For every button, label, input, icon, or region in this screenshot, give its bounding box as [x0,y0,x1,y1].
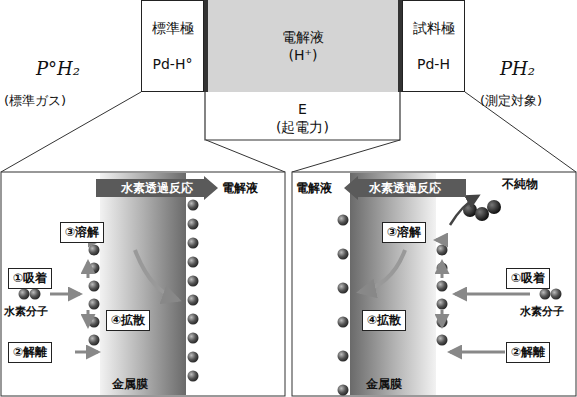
pressure-symbol: PH₂ [500,58,535,79]
node-text: 水素透過反応 [369,180,441,197]
hydrogen-atom [338,351,349,362]
hydrogen-atom [338,283,349,294]
node-text: Pd-H° [153,56,193,72]
hydrogen-atom [338,249,349,260]
edge-label: E (起電力) [265,101,341,136]
bracket-connector [205,92,400,140]
hydrogen-atom [188,295,199,306]
hydrogen-atom [540,289,551,300]
hydrogen-atom [89,245,100,256]
gas-note: (標準ガス) [4,92,66,110]
hydrogen-atom [188,200,199,211]
hydrogen-atom [89,299,100,310]
hydrogen-atom [338,215,349,226]
step-callout: ④拡散 [362,310,406,331]
reaction-arrow: 水素透過反応 [96,176,218,200]
hydrogen-atom [89,281,100,292]
hydrogen-atom [188,371,199,382]
node-text: ③溶解 [387,224,421,241]
step-callout: ②解離 [8,342,52,363]
node-text: Pd-H [417,56,450,72]
step-callout: ③溶解 [60,222,104,243]
gas-note: (測定対象) [480,92,542,110]
impurity-ball [487,200,501,214]
arrow-fill [344,176,466,200]
step-callout: ①吸着 [506,268,550,289]
electrolyte-band: 電解液(H⁺) [208,0,398,92]
arrow-fill [96,176,218,200]
node-text: 電解液 [282,29,324,47]
hydrogen-atom [437,299,448,310]
node-text: ①吸着 [13,270,47,287]
region-label: 電解液 [222,180,258,197]
hydrogen-atom [338,385,349,396]
electrode-box: 試料極 Pd-H [402,0,465,92]
part-label: 金属膜 [366,376,402,393]
node-text: ②解離 [511,344,545,361]
reaction-arrow: 水素透過反応 [344,176,466,200]
hydrogen-atom [89,263,100,274]
part-label: 金属膜 [112,376,148,393]
node-text: 標準極 [152,20,194,38]
hydrogen-atom [30,289,41,300]
pressure-symbol: P°H₂ [36,58,80,79]
hydrogen-atom [89,317,100,328]
step-callout: ③溶解 [382,222,426,243]
node-text: ②解離 [13,344,47,361]
hydrogen-atom [188,276,199,287]
step-callout: ②解離 [506,342,550,363]
node-text: 水素透過反応 [121,180,193,197]
node-text: (H⁺) [289,47,318,63]
impurity-ball [475,207,489,221]
hydrogen-atom [188,219,199,230]
hydrogen-atom [19,289,30,300]
step-callout: ④拡散 [106,310,150,331]
node-text: ③溶解 [65,224,99,241]
hydrogen-atom [188,352,199,363]
hydrogen-atom [437,335,448,346]
node-text: ①吸着 [511,270,545,287]
hydrogen-atom [188,238,199,249]
hydrogen-atom [437,281,448,292]
node-text: ④拡散 [367,312,401,329]
hydrogen-atom [551,289,562,300]
molecule-label: 水素分子 [4,304,48,319]
hydrogen-atom [89,335,100,346]
molecule-label: 水素分子 [520,304,564,319]
region-label: 電解液 [296,180,332,197]
hydrogen-atom [437,245,448,256]
impurity-label: 不純物 [502,176,538,193]
hydrogen-atom [188,333,199,344]
hydrogen-atom [188,257,199,268]
hydrogen-atom [338,317,349,328]
hydrogen-atom [188,314,199,325]
node-text: ④拡散 [111,312,145,329]
step-callout: ①吸着 [8,268,52,289]
node-text: 試料極 [413,20,455,38]
electrode-box: 標準極 Pd-H° [141,0,204,92]
